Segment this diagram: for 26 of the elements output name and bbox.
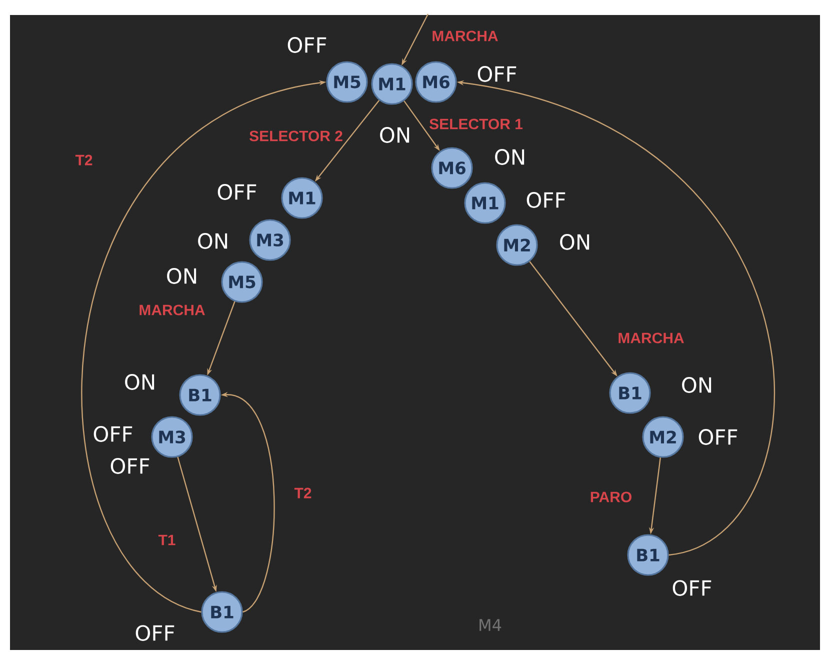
state-label: OFF [698, 429, 738, 445]
state-label: OFF [526, 192, 566, 208]
edge-label: T2 [75, 154, 92, 166]
state-label: ON [495, 149, 524, 165]
state-label: ON [682, 377, 712, 393]
state-label: ON [167, 268, 196, 284]
state-label: OFF [136, 625, 174, 641]
state-label: OFF [218, 184, 256, 200]
state-label: ON [125, 374, 154, 390]
edge-label: MARCHA [432, 30, 498, 42]
edge-label: PARO [590, 492, 632, 502]
state-label: OFF [288, 37, 326, 53]
edge-label: MARCHA [140, 304, 205, 316]
state-label: ON [198, 233, 228, 249]
edge-label: SELECTOR 1 [430, 118, 523, 130]
edge-label: MARCHA [618, 332, 684, 344]
state-label: OFF [672, 580, 712, 596]
text-label: OFF [110, 458, 150, 474]
state-label: OFF [94, 426, 132, 442]
edge-label: T1 [158, 534, 176, 546]
edge-label: SELECTOR 2 [249, 130, 342, 142]
state-label: OFF [478, 66, 516, 82]
state-label: ON [560, 234, 590, 250]
edge-label: T2 [294, 488, 312, 498]
state-label: ON [380, 127, 410, 143]
text-label: M4 [480, 619, 502, 631]
